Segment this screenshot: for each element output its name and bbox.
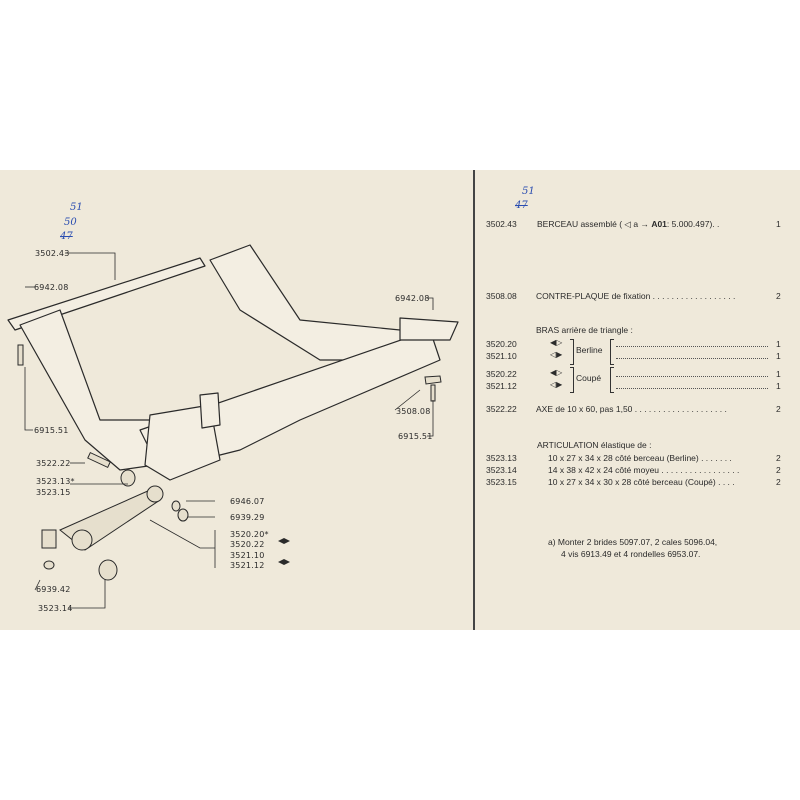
bushing-3523-14 [98,559,118,581]
washer-6946-07 [171,500,181,512]
label-3521-12: 3521.12 [230,561,265,570]
bras-arrows [278,538,290,565]
subframe-right-arm [209,244,411,361]
desc-contre-plaque: CONTRE-PLAQUE de fixation . . . . . . . … [536,291,736,301]
handwritten-50: 50 [64,217,77,228]
label-berline: Berline [576,345,603,355]
plate-3508-08 [424,375,442,385]
ball-joint [41,529,57,549]
desc-berceau: BERCEAU assemblé ( ◁ a → A01: 5.000.497)… [537,219,720,229]
arrow-right-icon: ◁▶ [550,380,563,389]
handwritten-47: 47 [60,231,73,242]
ref-3521-12: 3521.12 [486,381,517,391]
label-3520-20: 3520.20* [230,530,269,539]
arrow-right-icon: ◁▶ [550,350,563,359]
ref-3520-20: 3520.20 [486,339,517,349]
arrow-left-icon [278,538,290,544]
ref-3523-15: 3523.15 [486,477,517,487]
label-6915-51-right: 6915.51 [398,432,433,441]
desc: 14 x 38 x 42 x 24 côté moyeu . . . . . .… [548,465,740,475]
dots [616,346,768,347]
bolt-axe [87,451,111,469]
bolt-6915-51-right [430,384,436,402]
label-3523-14: 3523.14 [38,604,73,613]
qty: 2 [776,453,781,463]
handwritten-51-list: 51 [522,186,535,197]
label-3520-22: 3520.22 [230,540,265,549]
subframe-right-mount [399,317,459,341]
articulation-title: ARTICULATION élastique de : [537,440,652,450]
catalog-sheet [0,170,800,630]
label-6942-08-right: 6942.08 [395,294,430,303]
handwritten-47-list: 47 [515,200,528,211]
dots [616,376,768,377]
ref-3508-08: 3508.08 [486,291,517,301]
bushing-6939-29 [177,508,189,522]
dots [616,358,768,359]
note-line2: 4 vis 6913.49 et 4 rondelles 6953.07. [561,549,701,559]
bushing-3523-13 [120,469,136,487]
label-6946-07: 6946.07 [230,497,265,506]
subframe-bracket [199,392,221,429]
note-line1: a) Monter 2 brides 5097.07, 2 cales 5096… [548,537,718,547]
triangle-icon: ◁ [624,219,631,229]
bracket-berline [570,339,574,365]
ref-3502-43: 3502.43 [486,219,517,229]
qty: 2 [776,465,781,475]
page-divider [473,170,475,630]
arm-bushing-inner [71,529,93,551]
arrow-left-icon: ◀▷ [550,368,563,377]
label-6939-42: 6939.42 [36,585,71,594]
arrow-left-icon: ◀▷ [550,338,563,347]
bracket-berline-right [610,339,614,365]
label-3502-43: 3502.43 [35,249,70,258]
qty-axe: 2 [776,404,781,414]
label-3521-10: 3521.10 [230,551,265,560]
ref-3521-10: 3521.10 [486,351,517,361]
ref-3523-14: 3523.14 [486,465,517,475]
leader-lines [24,252,434,609]
bracket-coupe [570,367,574,393]
desc-axe: AXE de 10 x 60, pas 1,50 . . . . . . . .… [536,404,727,414]
label-3523-15: 3523.15 [36,488,71,497]
label-6942-08: 6942.08 [34,283,69,292]
label-3523-13: 3523.13* [36,477,75,486]
bracket-coupe-right [610,367,614,393]
qty: 1 [776,339,781,349]
dots [616,388,768,389]
qty-berceau: 1 [776,219,781,229]
label-3522-22: 3522.22 [36,459,71,468]
qty: 1 [776,381,781,391]
label-6915-51: 6915.51 [34,426,69,435]
ref-3522-22: 3522.22 [486,404,517,414]
arrow-icon: → [640,219,649,229]
label-coupe: Coupé [576,373,602,383]
ref-3523-13: 3523.13 [486,453,517,463]
bolt-6915-51 [17,344,24,366]
bras-title: BRAS arrière de triangle : [536,325,633,335]
arrow-right-icon [278,559,290,565]
desc: 10 x 27 x 34 x 28 côté berceau (Berline)… [548,453,732,463]
arm-bushing-outer [146,485,164,503]
ref-3520-22: 3520.22 [486,369,517,379]
qty-contre-plaque: 2 [776,291,781,301]
desc: 10 x 27 x 34 x 30 x 28 côté berceau (Cou… [548,477,735,487]
qty: 1 [776,351,781,361]
label-6939-29: 6939.29 [230,513,265,522]
nut-6939-42 [43,560,55,570]
qty: 2 [776,477,781,487]
handwritten-51: 51 [70,202,83,213]
qty: 1 [776,369,781,379]
label-3508-08: 3508.08 [396,407,431,416]
